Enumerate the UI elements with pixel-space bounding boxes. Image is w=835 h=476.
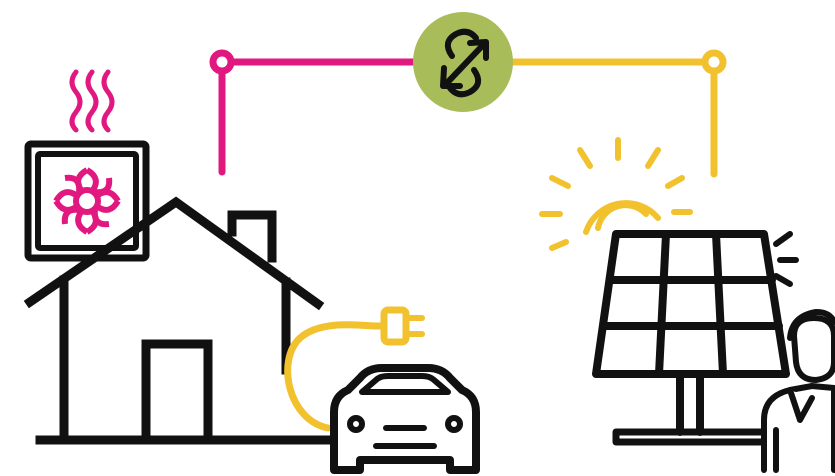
heat-pump-fan-icon: [28, 144, 146, 258]
exchange-hub: [413, 12, 513, 112]
electric-car-icon: [334, 368, 476, 470]
solar-panel-icon: [596, 234, 786, 442]
heat-waves-icon: [72, 72, 112, 130]
house-connection-line: [213, 53, 418, 172]
shine-lines-icon: [776, 234, 796, 284]
